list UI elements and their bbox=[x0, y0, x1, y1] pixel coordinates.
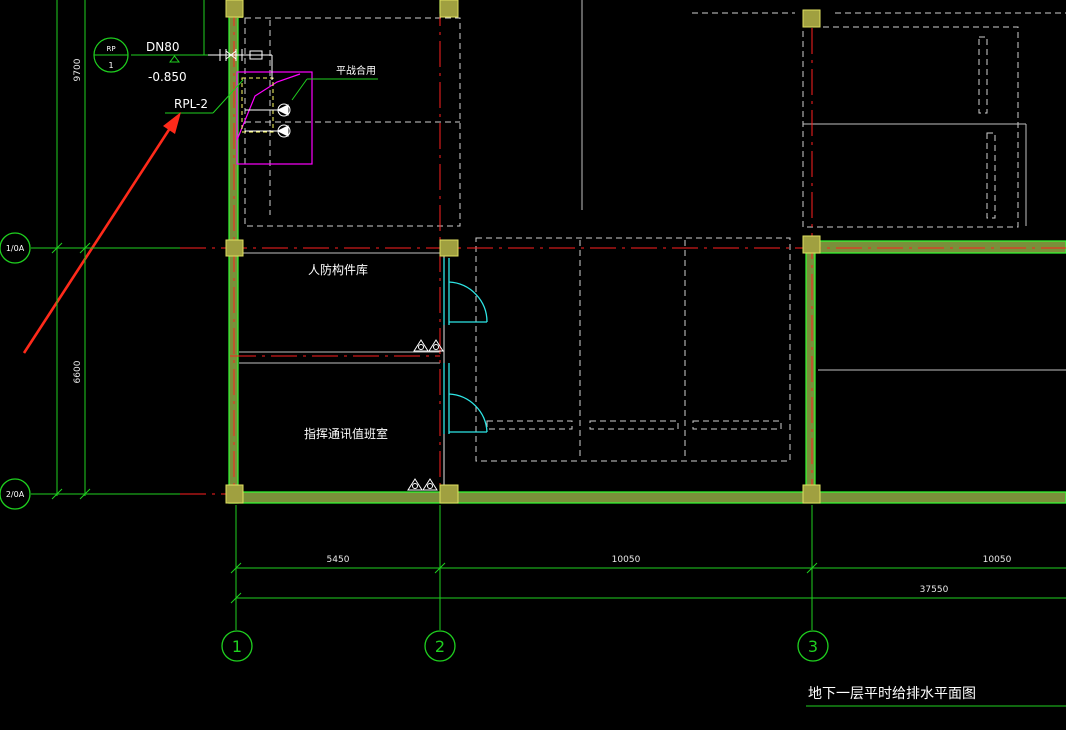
annotation-arrow bbox=[22, 112, 181, 354]
axis-label-3: 3 bbox=[808, 637, 818, 656]
axis-bubble-1-0a bbox=[0, 232, 31, 264]
wall-upper-right bbox=[805, 240, 1066, 254]
pump-note-label: 平战合用 bbox=[336, 64, 376, 77]
drawing-title: 地下一层平时给排水平面图 bbox=[808, 686, 976, 702]
dashed-outlines bbox=[244, 12, 1066, 462]
pump-station bbox=[203, 46, 313, 165]
sump-pit bbox=[236, 71, 313, 165]
dim-total-37550: 37550 bbox=[920, 585, 949, 595]
thin-structure-lines bbox=[239, 0, 1066, 371]
axis-label-1: 1 bbox=[232, 637, 242, 656]
dimension-lines bbox=[31, 0, 1066, 707]
rp-riser-symbol bbox=[93, 37, 129, 73]
dim-10050-b: 10050 bbox=[983, 555, 1012, 565]
axis-label-2-0a: 2/0A bbox=[6, 490, 25, 499]
axis-bubbles bbox=[0, 232, 829, 662]
axis-bubble-3 bbox=[797, 630, 829, 662]
axis-bubble-2-0a bbox=[0, 478, 31, 510]
axis-bubble-1 bbox=[221, 630, 253, 662]
columns bbox=[225, 0, 821, 504]
riser-label: RPL-2 bbox=[174, 97, 208, 111]
pipe-size-label: DN80 bbox=[146, 40, 180, 54]
valve-group bbox=[219, 49, 263, 61]
dim-5450: 5450 bbox=[327, 555, 350, 565]
dim-10050-a: 10050 bbox=[612, 555, 641, 565]
room-label-storage: 人防构件库 bbox=[308, 262, 368, 277]
dim-6600: 6600 bbox=[73, 360, 83, 383]
axis-label-1-0a: 1/0A bbox=[6, 244, 25, 253]
rp-symbol-bottom: 1 bbox=[108, 61, 113, 70]
wall-bottom bbox=[228, 491, 1066, 504]
doors bbox=[443, 258, 488, 434]
axis-bubble-2 bbox=[424, 630, 456, 662]
pipe-leaders bbox=[131, 0, 378, 114]
floor-drain-symbols bbox=[407, 339, 444, 491]
wall-axis-3 bbox=[805, 244, 816, 498]
pipe-elevation-label: -0.850 bbox=[148, 70, 187, 84]
rp-symbol-top: RP bbox=[106, 45, 115, 53]
room-label-duty: 指挥通讯值班室 bbox=[304, 426, 388, 441]
dim-9700: 9700 bbox=[73, 58, 83, 81]
axis-label-2: 2 bbox=[435, 637, 445, 656]
